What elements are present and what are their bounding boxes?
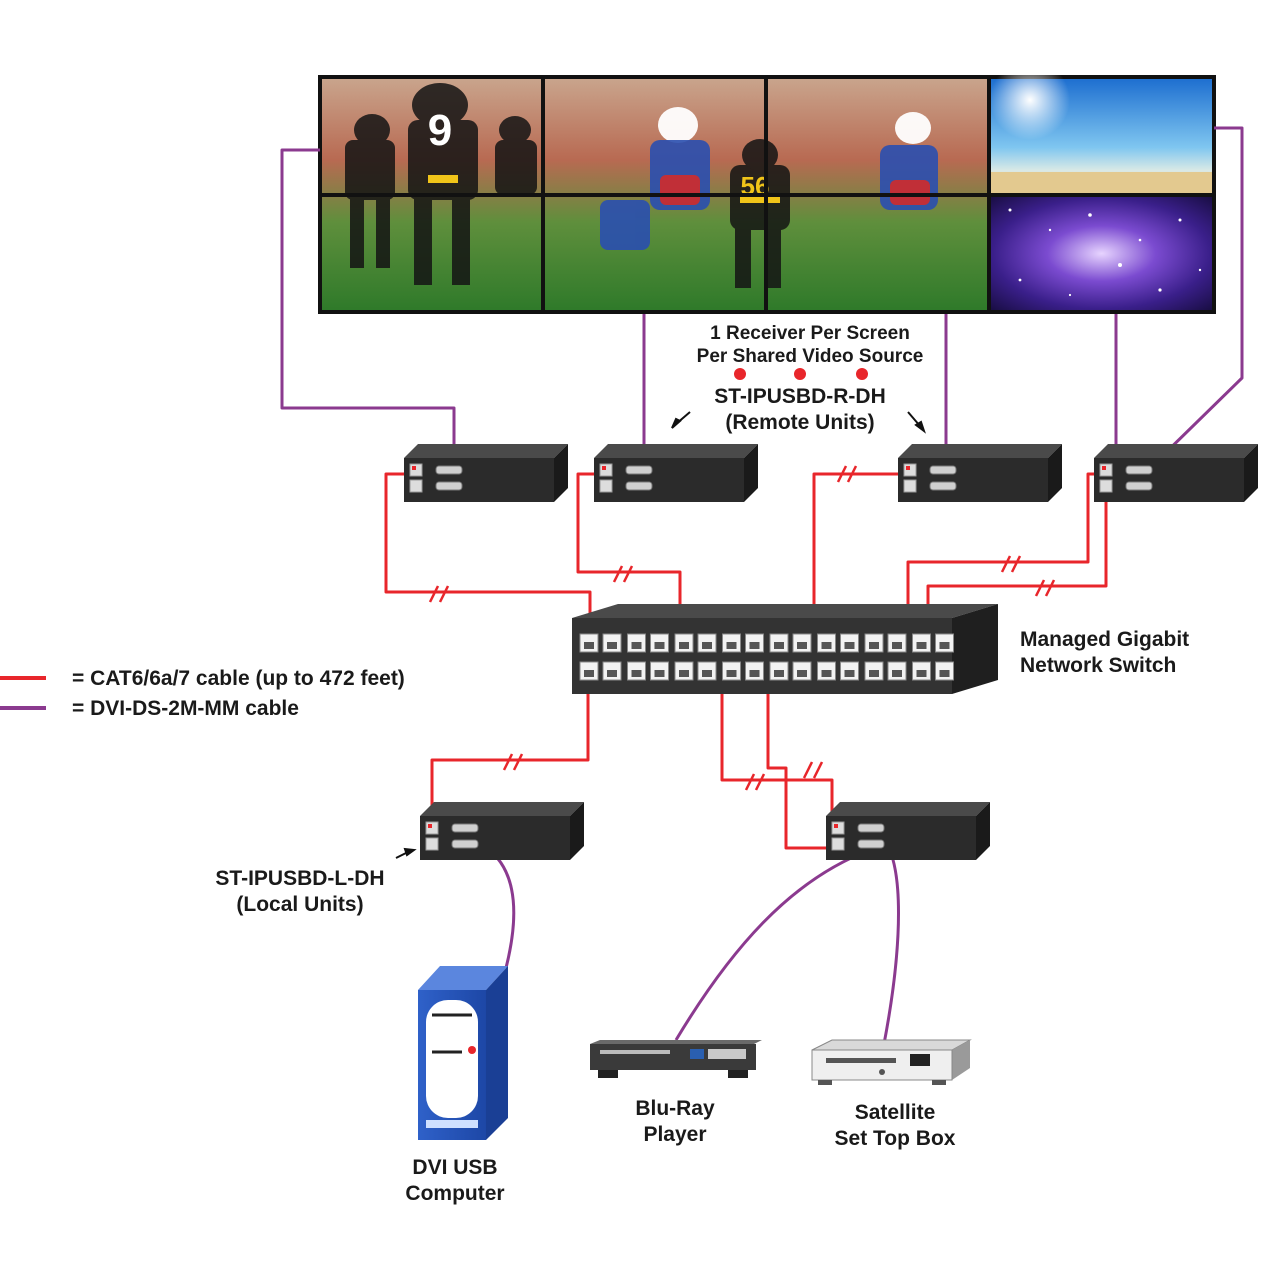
svg-text:9: 9 bbox=[428, 106, 452, 155]
remote-caption: 1 Receiver Per Screen Per Shared Video S… bbox=[660, 322, 960, 368]
satellite-label: Satellite Set Top Box bbox=[800, 1100, 990, 1152]
remote-caption-line2: Per Shared Video Source bbox=[696, 346, 924, 367]
dvi-port bbox=[435, 465, 463, 475]
usb-port bbox=[409, 479, 423, 493]
remote-unit-4 bbox=[1094, 444, 1258, 502]
dvi-port bbox=[1125, 481, 1153, 491]
network-switch bbox=[572, 604, 998, 694]
legend-cat6-text: = CAT6/6a/7 cable (up to 472 feet) bbox=[72, 667, 405, 690]
dvi-port bbox=[451, 823, 479, 833]
receiver-indicator-dots bbox=[734, 368, 868, 380]
dvi-port bbox=[929, 481, 957, 491]
switch-label: Managed Gigabit Network Switch bbox=[1020, 627, 1189, 679]
cat6-cable-remote3 bbox=[812, 472, 906, 636]
local-unit-2 bbox=[826, 802, 990, 860]
legend-dvi-text: = DVI-DS-2M-MM cable bbox=[72, 697, 299, 720]
remote-unit-3 bbox=[898, 444, 1062, 502]
cat6-cable-remote1 bbox=[384, 472, 592, 636]
computer-label-line1: DVI USB bbox=[412, 1156, 498, 1179]
computer-tower bbox=[418, 966, 508, 1140]
usb-port bbox=[831, 837, 845, 851]
usb-port bbox=[1099, 479, 1113, 493]
local-units-desc: (Local Units) bbox=[236, 893, 364, 916]
bluray-label-line2: Player bbox=[643, 1123, 707, 1146]
dvi-port bbox=[625, 481, 653, 491]
local-units-label: ST-IPUSBD-L-DH (Local Units) bbox=[180, 866, 420, 918]
video-wall: 9 56 bbox=[318, 60, 1216, 314]
dvi-cable-screen5 bbox=[1146, 126, 1244, 472]
usb-port bbox=[425, 837, 439, 851]
dvi-cable-satellite bbox=[873, 828, 900, 1045]
switch-ports bbox=[579, 633, 954, 681]
satellite-set-top-box bbox=[811, 1039, 972, 1085]
usb-port bbox=[599, 479, 613, 493]
pointer-arrows bbox=[395, 411, 926, 859]
bluray-label: Blu-Ray Player bbox=[600, 1096, 750, 1148]
dvi-port bbox=[435, 481, 463, 491]
local-units bbox=[420, 802, 990, 860]
dvi-port bbox=[1125, 465, 1153, 475]
usb-port bbox=[903, 479, 917, 493]
bluray-player bbox=[590, 1040, 762, 1078]
dvi-port bbox=[929, 465, 957, 475]
dvi-port bbox=[857, 823, 885, 833]
remote-caption-line1: 1 Receiver Per Screen bbox=[710, 323, 910, 344]
screen-galaxy bbox=[991, 197, 1212, 310]
dvi-cable-computer bbox=[483, 844, 516, 969]
satellite-label-line1: Satellite bbox=[854, 1101, 936, 1124]
dvi-port bbox=[857, 839, 885, 849]
bluray-label-line1: Blu-Ray bbox=[635, 1097, 715, 1120]
switch-label-line1: Managed Gigabit bbox=[1020, 628, 1190, 651]
computer-label: DVI USB Computer bbox=[380, 1155, 530, 1207]
cat6-cable-local2b bbox=[766, 678, 832, 850]
cat6-cable-local2a bbox=[720, 678, 834, 826]
remote-units-model: ST-IPUSBD-R-DH bbox=[714, 385, 886, 408]
local-unit-1 bbox=[420, 802, 584, 860]
satellite-label-line2: Set Top Box bbox=[834, 1127, 956, 1150]
switch-label-line2: Network Switch bbox=[1020, 654, 1177, 677]
cat6-cable-remote2 bbox=[576, 472, 682, 636]
remote-unit-1 bbox=[404, 444, 568, 502]
cat6-cable-remote4a bbox=[906, 472, 1100, 636]
dvi-cable-bluray bbox=[674, 848, 871, 1041]
dvi-port bbox=[625, 465, 653, 475]
remote-units bbox=[404, 444, 1258, 502]
remote-units-desc: (Remote Units) bbox=[725, 411, 875, 434]
dvi-cable-screen1 bbox=[280, 148, 456, 476]
dvi-port bbox=[451, 839, 479, 849]
remote-unit-2 bbox=[594, 444, 758, 502]
local-units-model: ST-IPUSBD-L-DH bbox=[215, 867, 385, 890]
cat6-cables bbox=[384, 465, 1108, 850]
computer-label-line2: Computer bbox=[405, 1182, 505, 1205]
legend bbox=[0, 676, 46, 710]
remote-units-label: ST-IPUSBD-R-DH (Remote Units) bbox=[660, 384, 940, 436]
